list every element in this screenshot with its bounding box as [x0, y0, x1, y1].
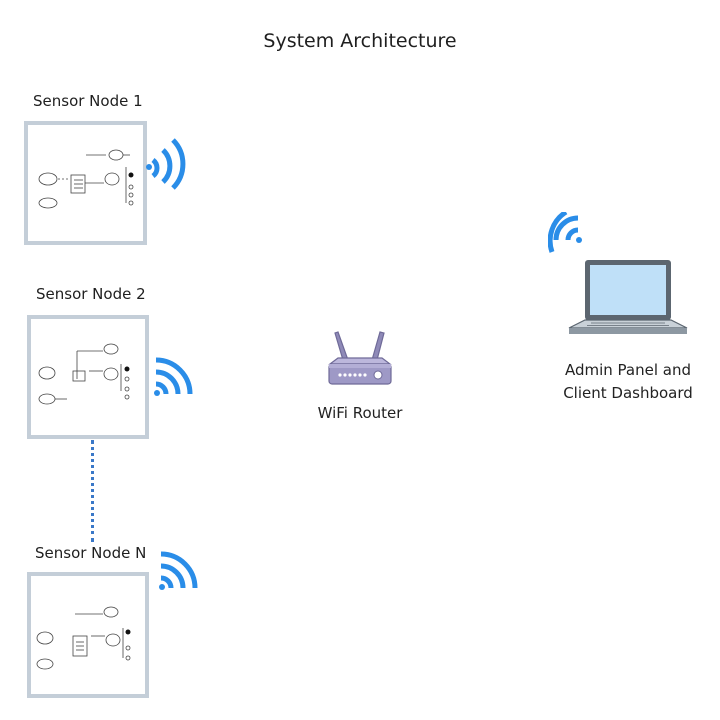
admin-label-line-1: Admin Panel and — [564, 361, 692, 379]
sensor-node-2-label: Sensor Node 2 — [36, 285, 146, 303]
router-icon — [328, 331, 392, 385]
wifi-icon — [154, 357, 193, 396]
wifi-icon — [159, 551, 198, 590]
wifi-icon — [548, 212, 582, 253]
sensor-node-n-label: Sensor Node N — [35, 544, 147, 562]
dotted-connector — [91, 440, 94, 542]
sensor-node-1-box — [24, 121, 147, 245]
router-label: WiFi Router — [317, 404, 403, 422]
sensor-node-2-box — [27, 315, 149, 439]
circuit-schematic-1 — [38, 149, 134, 209]
circuit-schematic-2 — [38, 343, 130, 405]
sensor-node-1-label: Sensor Node 1 — [33, 92, 143, 110]
laptop-icon — [568, 260, 688, 334]
admin-panel-label: Admin Panel and Client Dashboard — [548, 359, 708, 405]
wifi-icon — [146, 138, 186, 190]
diagram-title: System Architecture — [263, 30, 457, 52]
circuit-schematic-n — [36, 606, 131, 670]
admin-label-line-2: Client Dashboard — [563, 384, 693, 402]
sensor-node-n-box — [27, 572, 149, 698]
